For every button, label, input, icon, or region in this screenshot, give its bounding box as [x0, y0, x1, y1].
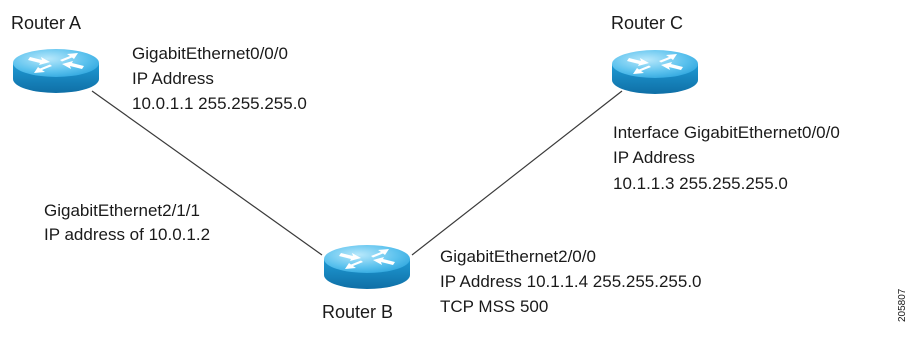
link-router-a-router-b [91, 90, 323, 256]
figure-id: 205807 [897, 288, 908, 322]
router-c-name: Router C [611, 13, 684, 33]
router-b-left-ip-value: IP address of 10.0.1.2 [44, 225, 211, 244]
router-b-left-interface-name: GigabitEthernet2/1/1 [44, 201, 200, 220]
router-a-interface-name: GigabitEthernet0/0/0 [132, 44, 288, 63]
router-a-ip-heading: IP Address [132, 69, 214, 88]
router-a-icon [13, 49, 99, 93]
router-c-ip-value: 10.1.1.3 255.255.255.0 [613, 174, 788, 193]
router-b-right-ip-value: IP Address 10.1.1.4 255.255.255.0 [440, 272, 702, 291]
router-b-right-tcp-mss: TCP MSS 500 [440, 297, 549, 316]
link-router-b-router-c [411, 90, 623, 256]
router-c-interface-name: Interface GigabitEthernet0/0/0 [613, 123, 840, 142]
router-c-ip-heading: IP Address [613, 148, 695, 167]
router-c-icon [612, 50, 698, 94]
router-b-name: Router B [322, 302, 394, 322]
router-a-name: Router A [11, 13, 82, 33]
router-b-icon [324, 245, 410, 289]
router-b-right-interface-name: GigabitEthernet2/0/0 [440, 247, 596, 266]
router-a-ip-value: 10.0.1.1 255.255.255.0 [132, 94, 307, 113]
